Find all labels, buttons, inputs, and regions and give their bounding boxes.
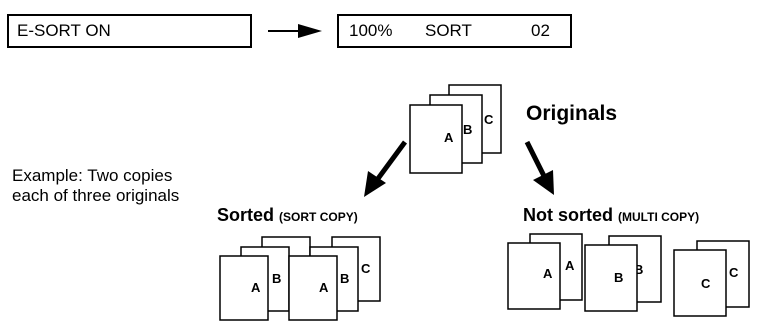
display-after: 100% SORT 02 (337, 14, 572, 48)
not-sorted-page (507, 242, 561, 310)
not-sorted-page-label: A (565, 258, 575, 273)
not-sorted-page (584, 244, 638, 312)
sorted-page-label: B (340, 271, 349, 286)
sorted-page-label: A (251, 280, 261, 295)
example-caption: Example: Two copies each of three origin… (12, 166, 180, 205)
not-sorted-heading: Not sorted (MULTI COPY) (523, 205, 699, 226)
not-sorted-page-label: C (729, 265, 739, 280)
sorted-page (288, 255, 338, 321)
originals-stack: C B A (409, 84, 502, 174)
arrow-down-left-icon (364, 140, 408, 197)
original-page-a-label: A (444, 130, 454, 145)
sorted-page-label: C (361, 261, 371, 276)
not-sorted-page (673, 249, 727, 317)
sorted-page-label: A (319, 280, 329, 295)
display-mode: SORT (425, 21, 472, 40)
not-sorted-sublabel: (MULTI COPY) (618, 210, 700, 224)
arrow-down-right-icon (524, 140, 554, 195)
sorted-page (219, 255, 269, 321)
display-before: E-SORT ON (7, 14, 252, 48)
display-ratio: 100% (349, 21, 393, 40)
not-sorted-page-label: C (701, 276, 711, 291)
not-sorted-stacks: C C B B A A (507, 233, 750, 317)
not-sorted-label: Not sorted (523, 205, 613, 225)
sorted-stacks: C B A C B A (219, 236, 381, 321)
original-page-b-label: B (463, 122, 472, 137)
sorted-sublabel: (SORT COPY) (279, 210, 358, 224)
sorted-page-label: B (272, 271, 281, 286)
not-sorted-page-label: B (634, 262, 643, 277)
original-page-a (409, 104, 463, 174)
not-sorted-page-label: B (614, 270, 623, 285)
display-count: 02 (531, 21, 550, 40)
display-before-text: E-SORT ON (17, 21, 111, 40)
sorted-heading: Sorted (SORT COPY) (217, 205, 358, 226)
sorted-label: Sorted (217, 205, 275, 225)
right-arrow-icon (268, 24, 322, 38)
original-page-c-label: C (484, 112, 494, 127)
not-sorted-page-label: A (543, 266, 553, 281)
originals-label: Originals (526, 102, 618, 125)
